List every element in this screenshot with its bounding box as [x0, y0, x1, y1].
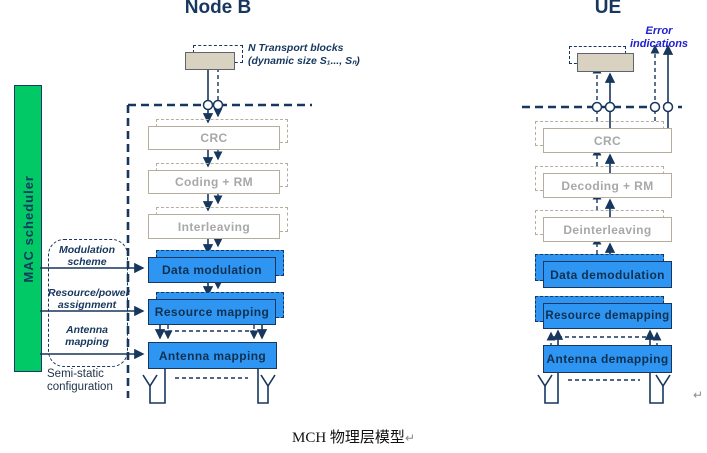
nodeb-connector-circle-icons: [202, 99, 224, 111]
caption-text: MCH 物理层模型: [292, 430, 405, 446]
diagram-caption: MCH 物理层模型↵: [0, 426, 707, 447]
ue-antenna-demapping-box: Antenna demapping: [543, 345, 672, 373]
nodeb-crc-box: CRC: [148, 126, 280, 150]
transport-note-line2: (dynamic size S₁..., Sₙ): [248, 55, 360, 67]
return-mark-caption: ↵: [404, 431, 415, 445]
config-label-antenna-mapping: Antenna mapping: [65, 324, 109, 348]
nodeb-coding-box: Coding + RM: [148, 170, 280, 194]
nodeb-antenna-mapping-box: Antenna mapping: [148, 342, 277, 369]
nodeb-title: Node B: [184, 0, 252, 18]
ue-data-demodulation-box: Data demodulation: [543, 261, 672, 288]
transport-note-line1: N Transport blocks: [248, 42, 344, 54]
return-mark-ue: ↵: [693, 388, 704, 402]
transport-block-box: [185, 52, 235, 70]
ue-title: UE: [594, 0, 622, 18]
nodeb-data-modulation-box: Data modulation: [148, 257, 276, 283]
semi-static-caption: Semi-static configuration: [47, 368, 113, 393]
ue-resource-demapping-box: Resource demapping: [543, 303, 672, 329]
ue-transport-block-box: [577, 53, 634, 72]
semi-static-config-container: [48, 239, 128, 367]
ue-crc-box: CRC: [543, 128, 672, 153]
error-indications-label: Error indications: [629, 25, 689, 50]
nodeb-antenna-icons: [142, 367, 276, 404]
mac-scheduler-box: MAC scheduler: [14, 85, 42, 372]
nodeb-interleaving-box: Interleaving: [148, 214, 280, 239]
ue-decoding-box: Decoding + RM: [543, 173, 672, 198]
nodeb-resource-mapping-box: Resource mapping: [148, 299, 276, 325]
config-label-modulation-scheme: Modulation scheme: [59, 244, 115, 268]
ue-deinterleaving-box: Deinterleaving: [543, 217, 672, 242]
config-label-resource-power: Resource/power assignment: [48, 287, 130, 311]
ue-antenna-icons: [537, 371, 671, 404]
ue-connector-circle-icons: [591, 101, 674, 113]
